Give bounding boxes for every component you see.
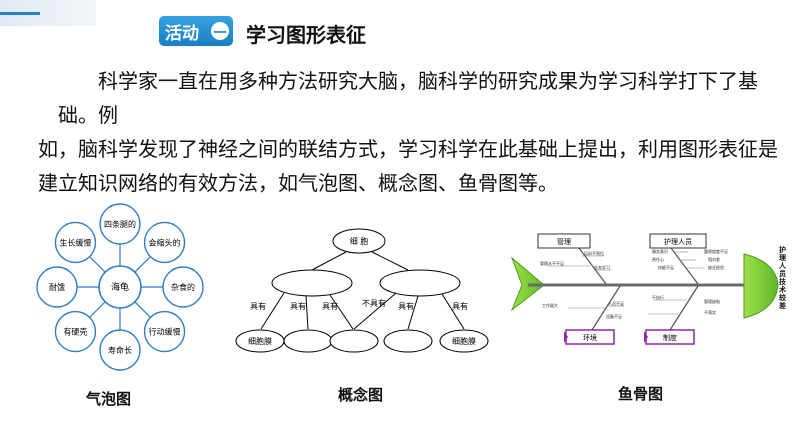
fishbone-bone-label: 管理缺陷 [704,298,720,304]
bubble-center-label: 海龟 [111,281,129,293]
bubble-node [99,203,141,245]
fishbone-bone-label: 设备不足 [606,313,622,319]
corner-accent-bar [0,12,40,15]
bubble-node [143,221,186,264]
activity-badge-label: 活动 [165,23,199,44]
concept-leaf-label: 细胞膜 [248,336,272,346]
fishbone-box-label: 护理人员 [664,237,692,246]
fishbone-bone-label: 责任心 [652,256,664,262]
bubble-node-label: 耐饿 [49,282,65,292]
bubble-node [99,329,141,371]
fishbone-bone-label: 工作量大 [542,302,558,308]
concept-root-node [332,228,386,254]
concept-leaf-label: 细胞膜 [452,336,476,346]
bubble-node-label: 生长缓慢 [59,237,91,247]
concept-leaf-node [283,329,333,353]
fishbone-bone-label: 重视程度不足 [704,248,728,254]
concept-edge-label: 具有 [322,301,338,311]
paragraph-line: 建立知识网络的有效方法，如气泡图、概念图、鱼骨图等。 [38,171,558,195]
fishbone-box-staff [649,233,707,249]
bubble-node [162,266,204,308]
activity-badge-number: 一 [211,22,229,41]
fish-head [743,253,779,319]
page-title: 学习图形表征 [246,23,366,47]
fishbone-bone-label: 技能不足 [658,264,674,270]
fishbone-diagram: 管理 护理人员 环境 制度 管理水平不足 培训不到位 业务学习 服务意识 责任心… [510,233,787,345]
corner-decoration [0,0,96,26]
concept-leaf-node [329,329,379,353]
paragraph-line: 科学家一直在用多种方法研究大脑，脑科学的研究成果为学习科学打下了基础。例 [58,69,758,127]
concept-edge-label: 不具有 [362,298,386,308]
fishbone-box-management [537,233,591,249]
intro-paragraph: 科学家一直在用多种方法研究大脑，脑科学的研究成果为学习科学打下了基础。例 如，脑… [38,64,778,200]
fishbone-bone-label: 人员不足 [608,300,624,306]
fishbone-box-label: 制度 [663,333,677,342]
bubble-center-node [98,265,142,309]
fishbone-box-label: 管理 [557,237,571,246]
fishbone-bone-label: 管理水平不足 [540,260,564,266]
concept-edge-label: 具有 [250,301,266,311]
concept-leaf-node [439,329,489,353]
fishbone-caption: 鱼骨图 [618,385,664,403]
activity-badge: 活动 一 [159,16,233,46]
concept-right-node [379,269,461,297]
paragraph-line: 如，脑科学发现了神经之间的联结方式，学习科学在此基础上提出，利用图形表征是 [38,137,778,161]
concept-edge-label: 具有 [452,301,468,311]
bubble-node-label: 行动缓慢 [149,327,181,337]
concept-left-node [271,269,353,297]
bubble-map-caption: 气泡图 [86,390,132,408]
bubble-node-label: 会缩头的 [149,237,181,247]
fishbone-bone-label: 相对差 [708,256,720,262]
bubble-node [54,310,97,353]
fishbone-bone-label: 不执行 [652,294,664,300]
concept-edge-label: 具有 [398,301,414,311]
bubble-node-label: 杂食的 [171,282,195,292]
fishbone-bone-label: 不落实 [704,309,716,315]
fishbone-box-label: 环境 [583,333,597,342]
concept-map-caption: 概念图 [338,386,384,404]
bubble-node [54,221,97,264]
bubble-node-label: 寿命长 [108,345,132,355]
fishbone-bone-label: 服务意识 [652,248,668,254]
bubble-node-label: 四条腿的 [104,219,136,229]
bubble-node-label: 有硬壳 [63,327,87,337]
fishbone-head-label: 护理人员技术较差 [778,245,787,310]
fishbone-bone-label: 业务学习 [594,264,610,270]
concept-root-label: 细 胞 [350,236,369,246]
concept-map: 细 胞 具有 具有 具有 不具有 具有 具有 细胞膜 细胞膜 [235,228,489,353]
bubble-node [143,310,186,353]
bubble-node [36,266,78,308]
fishbone-bone-label: 缺乏经验 [708,264,724,270]
concept-edge-label: 具有 [290,301,306,311]
fishbone-bone-label: 培训不到位 [584,250,604,256]
concept-leaf-node [383,329,433,353]
